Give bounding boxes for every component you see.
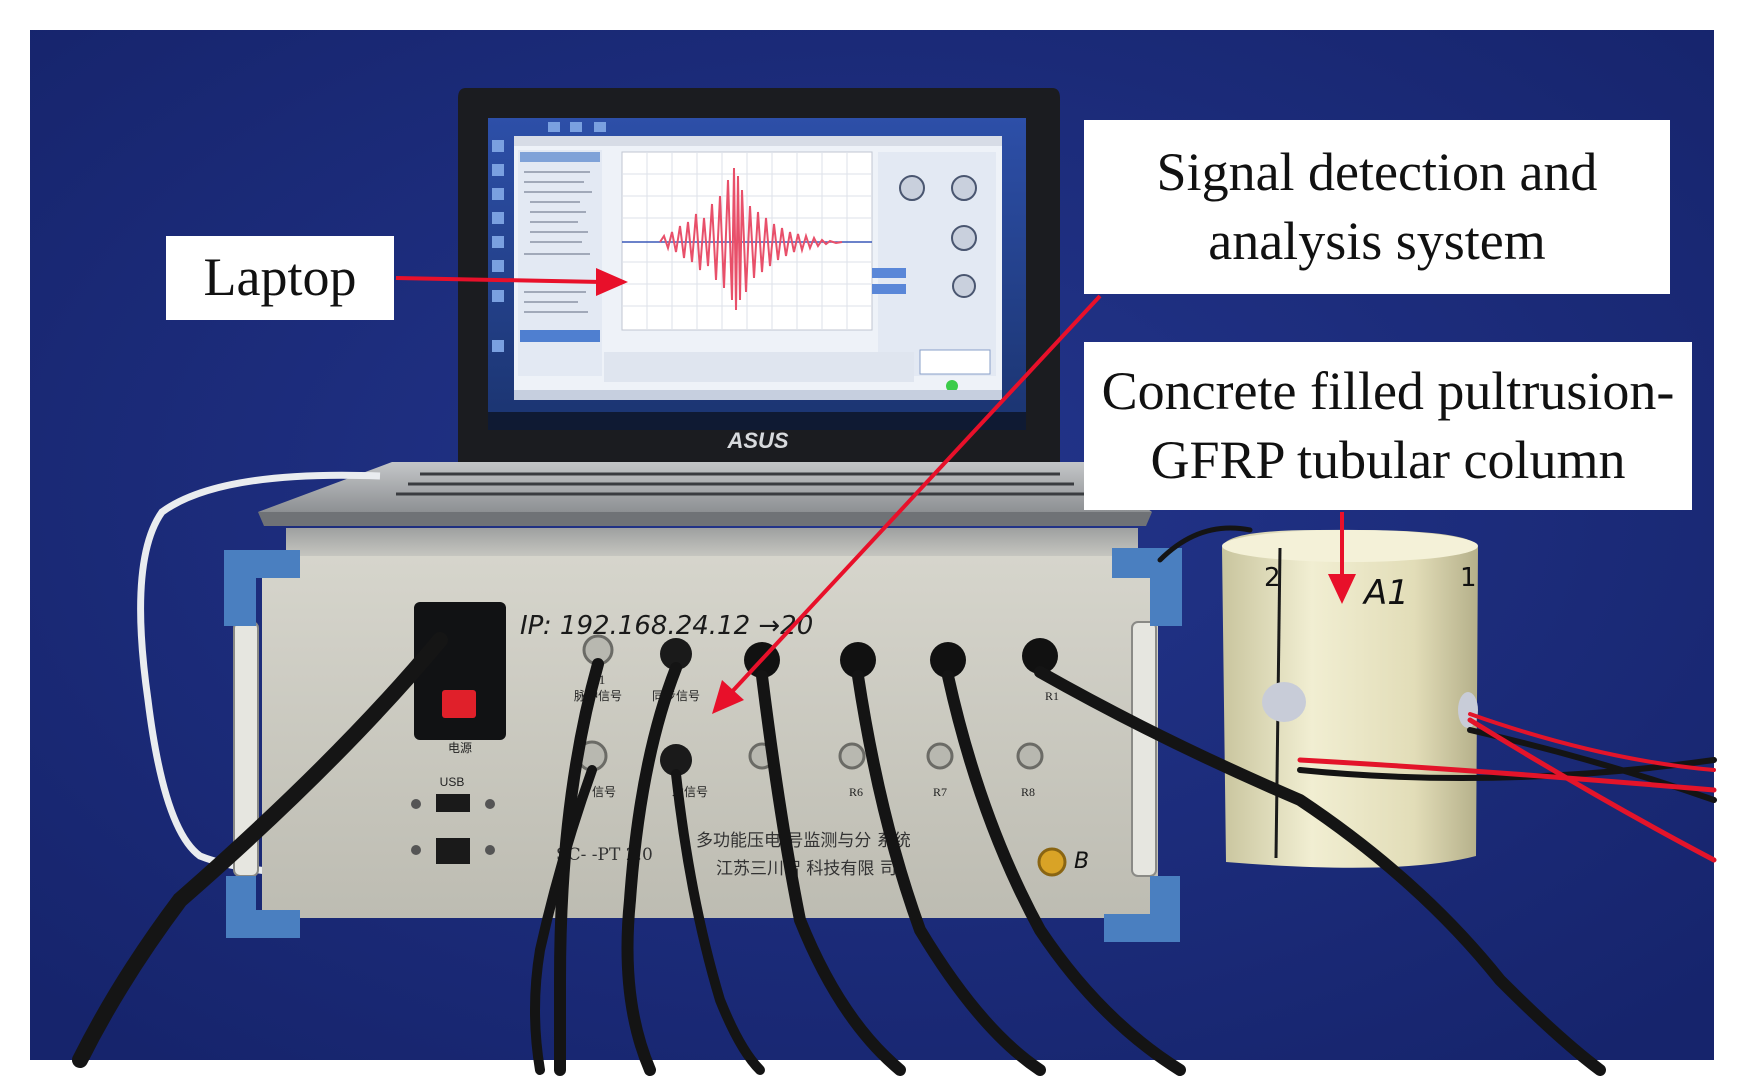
arrow-signal-shaft — [726, 294, 1102, 698]
column-mark-a1: A1 — [1362, 573, 1409, 613]
label-column-line-2: GFRP tubular column — [1150, 430, 1626, 490]
status-led — [946, 380, 958, 392]
cable-7 — [530, 765, 597, 1075]
label-column-line-1: Concrete filled pultrusion- — [1101, 360, 1675, 421]
screw-2 — [485, 799, 495, 809]
knob-4 — [952, 274, 976, 298]
software-left-panel — [518, 150, 602, 376]
cables — [72, 525, 1717, 1076]
usb-port-a — [436, 794, 470, 812]
cable-3 — [756, 670, 906, 1076]
arrow-signal-head — [712, 680, 744, 714]
label-signal-system: Signal detection and analysis system — [1084, 120, 1670, 294]
screw-3 — [411, 845, 421, 855]
panel-button — [520, 330, 600, 342]
arrow-column-head — [1328, 574, 1356, 604]
parameter-row — [604, 352, 914, 382]
software-right-panel — [878, 152, 996, 376]
port-r8-label: R8 — [1021, 785, 1035, 799]
power-cable — [72, 632, 448, 1068]
sensor-wire-red-2 — [1467, 717, 1717, 863]
knob-3 — [951, 225, 977, 251]
arrow-laptop-head — [596, 268, 628, 296]
power-switch — [442, 690, 476, 718]
handwritten-ip: IP: 192.168.24.12 →20 — [520, 611, 813, 641]
cable-8 — [671, 769, 765, 1075]
port-r7-label: R7 — [933, 785, 947, 799]
label-laptop: Laptop — [166, 236, 394, 320]
laptop: ASUS — [258, 88, 1152, 526]
taskbar — [488, 412, 1026, 430]
power-label: 电源 — [448, 741, 472, 755]
cable-5 — [942, 670, 1186, 1076]
sensor-patch-1 — [1262, 682, 1306, 722]
corner-cap-top-right — [1112, 548, 1182, 626]
power-socket — [414, 602, 506, 740]
column-top — [1222, 530, 1478, 562]
cable-1 — [554, 658, 604, 1076]
knob-1 — [899, 175, 925, 201]
sensor-wire-red-3 — [1468, 712, 1716, 772]
port-r1-label: R1 — [1045, 689, 1059, 703]
gold-connector — [1037, 847, 1067, 877]
label-laptop-text: Laptop — [203, 247, 357, 308]
status-box — [919, 349, 991, 375]
laptop-keyboard-deck — [258, 462, 1152, 512]
gfrp-column-specimen: 2 A1 1 — [1222, 529, 1478, 868]
blue-button-1 — [872, 268, 906, 278]
cable-2 — [621, 662, 682, 1076]
connector-b-label: B — [1074, 849, 1089, 874]
port-t1-cn: 脉冲信号 — [574, 688, 622, 703]
column-body — [1222, 529, 1478, 868]
laptop-keys — [396, 472, 1088, 496]
cable-6 — [1034, 666, 1606, 1076]
label-gfrp-column: Concrete filled pultrusion- GFRP tubular… — [1084, 342, 1692, 510]
piezo-waveform — [659, 167, 843, 311]
sensor-wire-black — [1297, 757, 1717, 781]
column-mark-2: 2 — [1264, 563, 1281, 593]
screw-4 — [485, 845, 495, 855]
device-title-cn: 多功能压电 号监测与分 系统 — [696, 831, 911, 851]
signal-instrument: 电源 USB IP: 192.168.24.12 →20 T1 脉冲信号 同步信… — [224, 528, 1182, 942]
software-titlebar — [514, 136, 1002, 146]
status-bar — [514, 390, 1002, 400]
screw-1 — [411, 799, 421, 809]
arrow-laptop-shaft — [395, 276, 603, 284]
panel-header — [520, 152, 600, 162]
label-signal-line-1: Signal detection and — [1156, 141, 1598, 202]
device-maker-cn: 江苏三川智 科技有限 司 — [716, 859, 897, 879]
corner-cap-bottom-right — [1104, 876, 1180, 942]
blue-button-2 — [872, 284, 906, 294]
instrument-top — [286, 528, 1138, 558]
cable-top-right — [1157, 525, 1253, 563]
cable-4 — [852, 670, 1046, 1076]
column-mark-1: 1 — [1460, 563, 1477, 593]
corner-cap-top-left — [224, 550, 300, 626]
annotation-arrows — [395, 268, 1356, 714]
port-recv-cn-1: 信号 — [592, 785, 616, 799]
knob-2 — [951, 175, 977, 201]
laptop-brand-logo: ASUS — [726, 428, 788, 453]
right-handle — [1131, 621, 1157, 877]
usb-port-b — [436, 838, 470, 864]
corner-cap-bottom-left — [226, 876, 300, 938]
label-signal-line-2: analysis system — [1208, 211, 1546, 271]
desktop-icons — [492, 122, 606, 352]
panel-list-lines — [524, 171, 592, 313]
laptop-base-edge — [258, 512, 1152, 526]
usb-label: USB — [440, 775, 465, 789]
sensor-wire-red — [1297, 757, 1717, 793]
port-r6-label: R6 — [849, 785, 863, 799]
